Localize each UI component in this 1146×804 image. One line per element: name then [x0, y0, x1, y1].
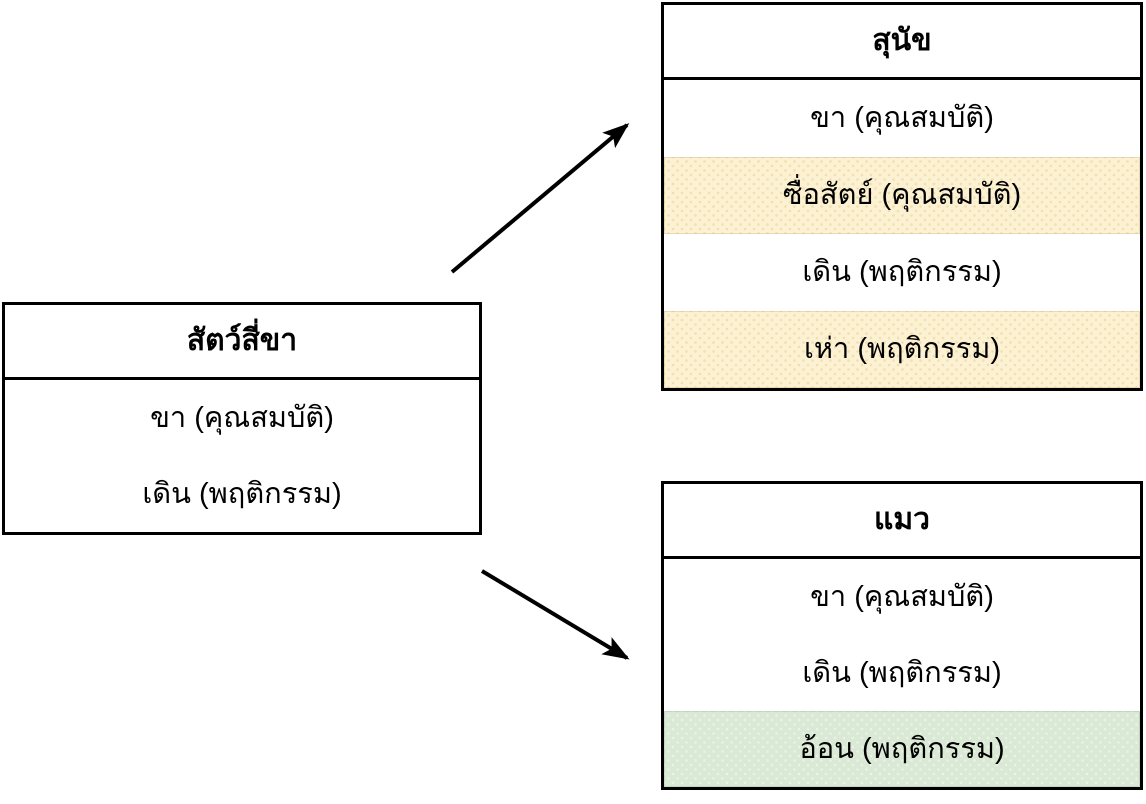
- table-row: เดิน (พฤติกรรม): [802, 256, 1002, 288]
- cat-box-title: แมว: [664, 484, 1140, 559]
- table-row: เดิน (พฤติกรรม): [802, 656, 1002, 689]
- table-row-highlighted: เห่า (พฤติกรรม): [664, 311, 1140, 388]
- parent-box-title: สัตว์สี่ขา: [5, 305, 479, 380]
- cat-box-body: ขา (คุณสมบัติ) เดิน (พฤติกรรม) อ้อน (พฤต…: [664, 559, 1140, 787]
- parent-class-box: สัตว์สี่ขา ขา (คุณสมบัติ) เดิน (พฤติกรรม…: [2, 302, 482, 535]
- cat-class-box: แมว ขา (คุณสมบัติ) เดิน (พฤติกรรม) อ้อน …: [661, 481, 1143, 790]
- table-row: ขา (คุณสมบัติ): [810, 102, 994, 134]
- dog-class-box: สุนัข ขา (คุณสมบัติ) ซื่อสัตย์ (คุณสมบัต…: [661, 2, 1143, 391]
- dog-box-title: สุนัข: [664, 5, 1140, 80]
- table-row: เดิน (พฤติกรรม): [142, 477, 342, 510]
- table-row: ขา (คุณสมบัติ): [810, 580, 994, 613]
- dog-box-body: ขา (คุณสมบัติ) ซื่อสัตย์ (คุณสมบัติ) เดิ…: [664, 80, 1140, 388]
- table-row: ขา (คุณสมบัติ): [150, 401, 334, 434]
- table-row-highlighted: ซื่อสัตย์ (คุณสมบัติ): [664, 157, 1140, 234]
- arrow-to-cat: [480, 569, 630, 660]
- table-row-highlighted: อ้อน (พฤติกรรม): [664, 711, 1140, 787]
- parent-box-body: ขา (คุณสมบัติ) เดิน (พฤติกรรม): [5, 380, 479, 532]
- arrow-to-dog: [450, 123, 630, 274]
